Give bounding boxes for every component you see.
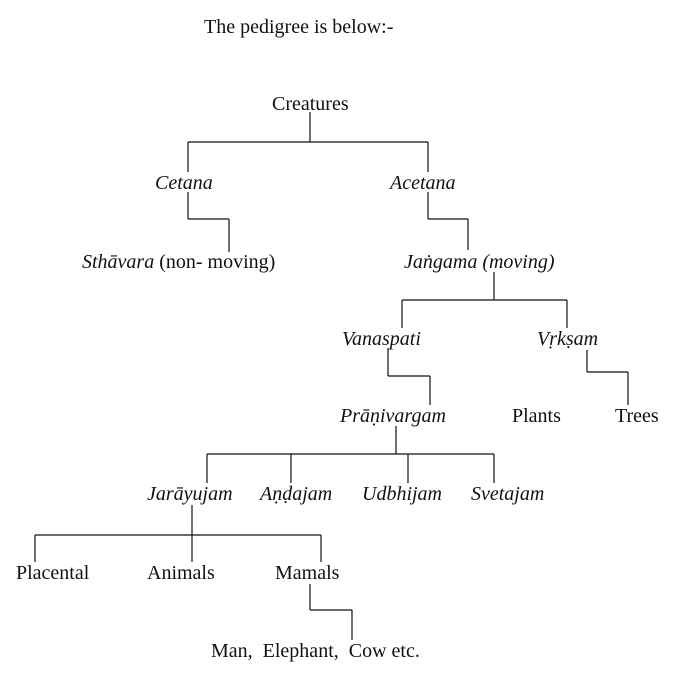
heading: The pedigree is below:- (204, 16, 394, 38)
node-plants: Plants (512, 405, 561, 427)
node-placental: Placental (16, 562, 90, 584)
node-sthavara: Sthāvara (non- moving) (82, 252, 275, 272)
node-acetana: Acetana (390, 172, 456, 194)
node-cetana: Cetana (155, 172, 213, 194)
node-vrksam: Vṛkṣam (537, 328, 599, 350)
node-mamals: Mamals (275, 562, 340, 584)
node-andajam: Aṇḍajam (260, 483, 333, 505)
node-jangama: Jaṅgama (moving) (404, 251, 555, 273)
node-vanaspati: Vanaspati (342, 328, 421, 350)
node-sthavara-name: Sthāvara (82, 251, 155, 273)
node-udbhijam: Udbhijam (362, 483, 442, 505)
node-svetajam: Svetajam (471, 483, 545, 505)
node-pranivargam: Prāṇivargam (340, 405, 446, 427)
node-animals: Animals (147, 562, 215, 584)
node-examples: Man, Elephant, Cow etc. (211, 640, 420, 662)
node-jarayujam: Jarāyujam (147, 483, 233, 505)
node-creatures: Creatures (272, 93, 349, 115)
node-sthavara-note: (non- moving) (154, 251, 276, 273)
node-trees: Trees (615, 405, 659, 427)
